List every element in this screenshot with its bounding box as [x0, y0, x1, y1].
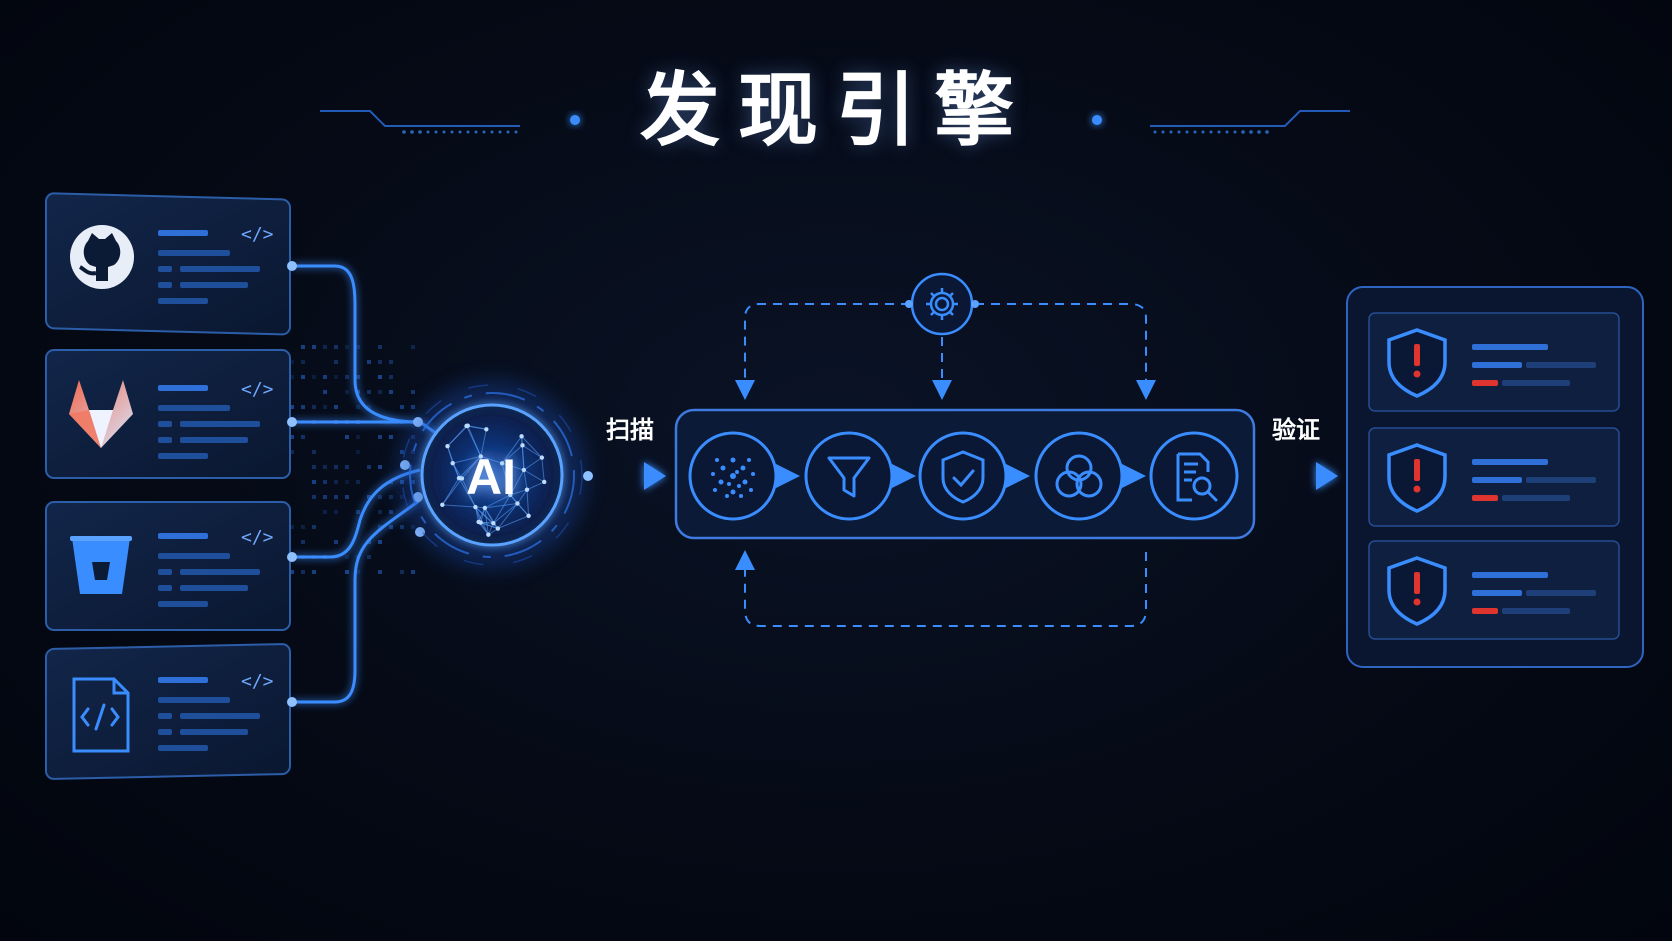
- verify-label: 验证: [1272, 410, 1320, 445]
- source-card-file: [46, 644, 290, 779]
- finding-card: [1369, 428, 1619, 526]
- pipeline-step-shield-check: [920, 433, 1006, 519]
- code-tag-icon: </>: [241, 671, 274, 692]
- verify-arrow: [1266, 462, 1338, 490]
- bitbucket-icon: [70, 536, 132, 594]
- github-icon: [70, 225, 134, 289]
- finding-card: [1369, 313, 1619, 411]
- pipeline-step-filter: [806, 433, 892, 519]
- pipeline-step-venn: [1036, 433, 1122, 519]
- code-tag-icon: </>: [241, 379, 274, 400]
- scan-label: 扫描: [606, 410, 654, 445]
- code-tag-icon: </>: [241, 527, 274, 548]
- findings-list: [1369, 313, 1619, 639]
- pipeline-step-cluster: [690, 433, 776, 519]
- scan-arrow: [583, 462, 666, 490]
- pipeline-step-report-search: [1151, 433, 1237, 519]
- page-title: 发现引擎: [0, 46, 1672, 162]
- gear-icon: [905, 274, 979, 334]
- ai-label: AI: [441, 448, 541, 506]
- finding-card: [1369, 541, 1619, 639]
- code-tag-icon: </>: [241, 224, 274, 245]
